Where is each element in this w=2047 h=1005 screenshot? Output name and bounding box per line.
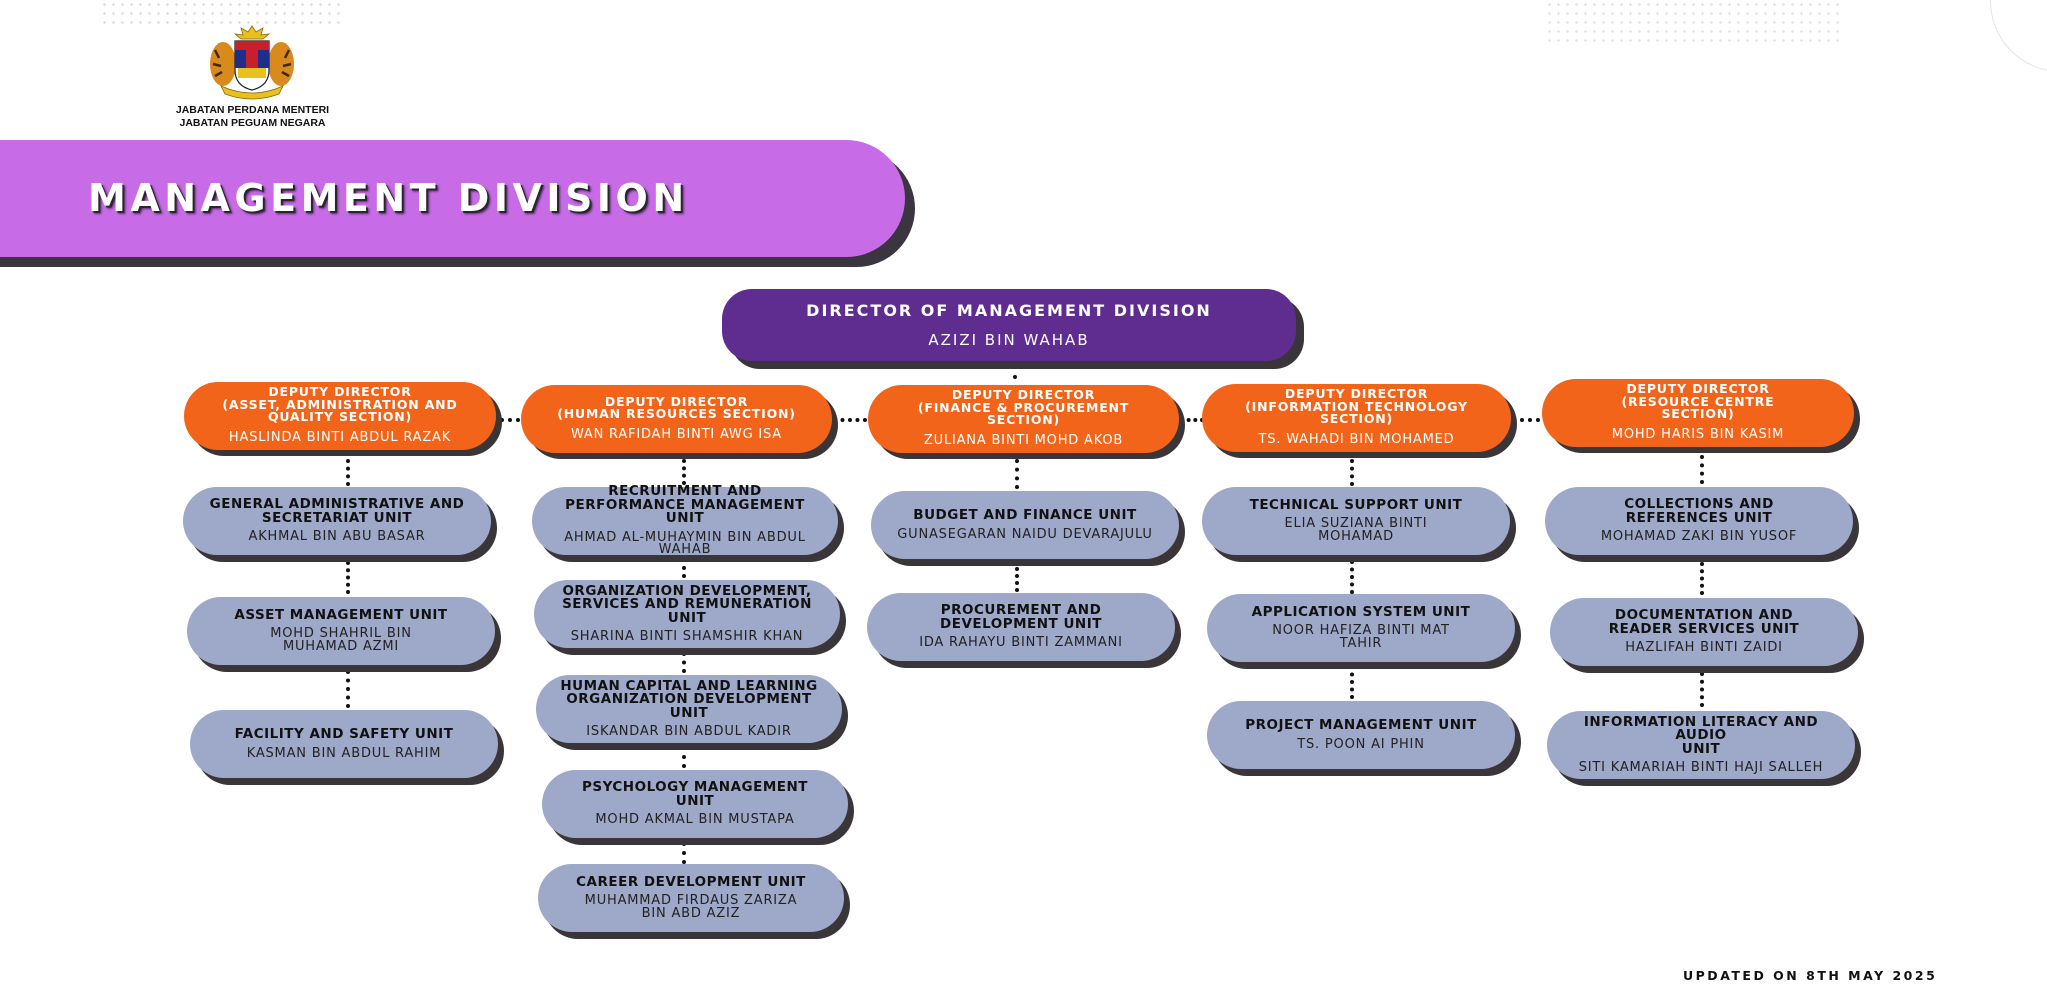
division-banner	[0, 140, 905, 257]
unit-head-name: GUNASEGARAN NAIDU DEVARAJULU	[897, 526, 1153, 542]
unit-head-name: HAZLIFAH BINTI ZAIDI	[1625, 640, 1783, 656]
connector	[1180, 418, 1204, 426]
connector	[1350, 560, 1358, 594]
director-node: DIRECTOR OF MANAGEMENT DIVISION AZIZI BI…	[722, 289, 1296, 361]
deputy-name: MOHD HARIS BIN KASIM	[1611, 426, 1785, 442]
unit-head-name: ISKANDAR BIN ABDUL KADIR	[586, 724, 792, 739]
unit-node: HUMAN CAPITAL AND LEARNING ORGANIZATION …	[536, 675, 842, 743]
unit-node: BUDGET AND FINANCE UNIT GUNASEGARAN NAID…	[871, 491, 1179, 559]
unit-head-name: AKHMAL BIN ABU BASAR	[248, 529, 426, 545]
unit-head-name: MUHAMMAD FIRDAUS ZARIZA BIN ABD AZIZ	[584, 893, 798, 921]
connector	[682, 652, 690, 673]
connector	[1700, 672, 1708, 707]
unit-title: COLLECTIONS AND REFERENCES UNIT	[1624, 496, 1774, 526]
unit-head-name: MOHAMAD ZAKI BIN YUSOF	[1600, 529, 1798, 545]
unit-node: APPLICATION SYSTEM UNIT NOOR HAFIZA BINT…	[1207, 594, 1515, 662]
updated-date: UPDATED ON 8TH MAY 2025	[1683, 968, 1938, 983]
deputy-name: ZULIANA BINTI MOHD AKOB	[923, 432, 1124, 448]
unit-title: GENERAL ADMINISTRATIVE AND SECRETARIAT U…	[209, 496, 465, 526]
decorative-arc	[1990, 0, 2047, 72]
unit-node: GENERAL ADMINISTRATIVE AND SECRETARIAT U…	[183, 487, 491, 555]
connector	[500, 418, 520, 426]
unit-node: INFORMATION LITERACY AND AUDIO UNIT SITI…	[1547, 711, 1855, 779]
deputy-name: TS. WAHADI BIN MOHAMED	[1258, 431, 1455, 447]
unit-title: PROJECT MANAGEMENT UNIT	[1245, 717, 1477, 733]
connector	[346, 459, 354, 486]
connector	[833, 418, 867, 426]
unit-node: ASSET MANAGEMENT UNIT MOHD SHAHRIL BIN M…	[187, 597, 495, 665]
unit-title: INFORMATION LITERACY AND AUDIO UNIT	[1583, 713, 1819, 757]
connector	[1700, 562, 1708, 595]
unit-head-name: TS. POON AI PHIN	[1297, 736, 1425, 752]
connector	[1015, 459, 1023, 489]
unit-head-name: KASMAN BIN ABDUL RAHIM	[246, 745, 442, 761]
connector	[682, 746, 690, 768]
unit-title: BUDGET AND FINANCE UNIT	[913, 507, 1137, 523]
malaysia-coat-of-arms-icon	[210, 25, 294, 100]
decorative-dot-pattern	[1545, 0, 1845, 48]
unit-head-name: SITI KAMARIAH BINTI HAJI SALLEH	[1578, 760, 1824, 775]
unit-node: COLLECTIONS AND REFERENCES UNIT MOHAMAD …	[1545, 487, 1853, 555]
unit-head-name: AHMAD AL-MUHAYMIN BIN ABDUL WAHAB	[564, 529, 806, 558]
unit-node: PROJECT MANAGEMENT UNIT TS. POON AI PHIN	[1207, 701, 1515, 769]
deputy-title: DEPUTY DIRECTOR (RESOURCE CENTRE SECTION…	[1621, 381, 1775, 422]
connector	[1350, 459, 1358, 486]
connector	[682, 459, 690, 485]
director-name: AZIZI BIN WAHAB	[928, 330, 1090, 349]
unit-node: PSYCHOLOGY MANAGEMENT UNIT MOHD AKMAL BI…	[542, 770, 848, 838]
unit-head-name: NOOR HAFIZA BINTI MAT TAHIR	[1272, 623, 1450, 651]
connector	[1015, 560, 1023, 592]
unit-title: APPLICATION SYSTEM UNIT	[1251, 603, 1471, 620]
connector	[1700, 455, 1708, 484]
unit-head-name: SHARINA BINTI SHAMSHIR KHAN	[570, 629, 804, 644]
deputy-title: DEPUTY DIRECTOR (INFORMATION TECHNOLOGY …	[1245, 386, 1468, 427]
unit-node: ORGANIZATION DEVELOPMENT, SERVICES AND R…	[534, 580, 840, 648]
deputy-node-information-technology: DEPUTY DIRECTOR (INFORMATION TECHNOLOGY …	[1202, 384, 1511, 452]
unit-node: FACILITY AND SAFETY UNIT KASMAN BIN ABDU…	[190, 710, 498, 778]
deputy-name: WAN RAFIDAH BINTI AWG ISA	[570, 426, 783, 442]
connector	[1350, 665, 1358, 699]
deputy-node-human-resources: DEPUTY DIRECTOR (HUMAN RESOURCES SECTION…	[521, 385, 832, 453]
connector	[346, 670, 354, 708]
connector	[1013, 365, 1021, 379]
deputy-node-asset-administration-quality: DEPUTY DIRECTOR (ASSET, ADMINISTRATION A…	[184, 382, 496, 450]
agency-line-1: JABATAN PERDANA MENTERI	[175, 104, 330, 116]
unit-node: CAREER DEVELOPMENT UNIT MUHAMMAD FIRDAUS…	[538, 864, 844, 932]
deputy-name: HASLINDA BINTI ABDUL RAZAK	[228, 429, 452, 445]
deputy-node-finance-procurement: DEPUTY DIRECTOR (FINANCE & PROCUREMENT S…	[868, 385, 1179, 453]
agency-line-2: JABATAN PEGUAM NEGARA	[179, 117, 326, 129]
decorative-dot-pattern	[100, 0, 340, 24]
connector	[682, 842, 690, 864]
unit-node: RECRUITMENT AND PERFORMANCE MANAGEMENT U…	[532, 483, 838, 558]
unit-head-name: IDA RAHAYU BINTI ZAMMANI	[919, 635, 1123, 651]
director-title: DIRECTOR OF MANAGEMENT DIVISION	[806, 300, 1212, 320]
unit-title: HUMAN CAPITAL AND LEARNING ORGANIZATION …	[560, 677, 818, 721]
deputy-title: DEPUTY DIRECTOR (FINANCE & PROCUREMENT S…	[917, 387, 1130, 428]
unit-node: TECHNICAL SUPPORT UNIT ELIA SUZIANA BINT…	[1202, 487, 1510, 555]
unit-node: DOCUMENTATION AND READER SERVICES UNIT H…	[1550, 598, 1858, 666]
connector	[1512, 418, 1540, 426]
unit-title: PSYCHOLOGY MANAGEMENT UNIT	[581, 779, 809, 809]
unit-title: DOCUMENTATION AND READER SERVICES UNIT	[1608, 607, 1800, 637]
unit-title: RECRUITMENT AND PERFORMANCE MANAGEMENT U…	[565, 483, 805, 527]
unit-head-name: MOHD AKMAL BIN MUSTAPA	[595, 812, 795, 828]
unit-title: FACILITY AND SAFETY UNIT	[234, 726, 454, 742]
page-title: MANAGEMENT DIVISION	[88, 176, 689, 220]
deputy-title: DEPUTY DIRECTOR (HUMAN RESOURCES SECTION…	[557, 393, 796, 421]
unit-title: CAREER DEVELOPMENT UNIT	[576, 873, 806, 890]
unit-title: ASSET MANAGEMENT UNIT	[234, 606, 448, 623]
agency-name: JABATAN PERDANA MENTERI JABATAN PEGUAM N…	[150, 104, 355, 130]
unit-head-name: ELIA SUZIANA BINTI MOHAMAD	[1284, 516, 1428, 544]
unit-title: PROCUREMENT AND DEVELOPMENT UNIT	[940, 602, 1102, 632]
connector	[682, 558, 690, 578]
unit-node: PROCUREMENT AND DEVELOPMENT UNIT IDA RAH…	[867, 593, 1175, 661]
unit-title: TECHNICAL SUPPORT UNIT	[1249, 496, 1463, 513]
connector	[346, 561, 354, 594]
deputy-node-resource-centre: DEPUTY DIRECTOR (RESOURCE CENTRE SECTION…	[1542, 379, 1854, 447]
unit-head-name: MOHD SHAHRIL BIN MUHAMAD AZMI	[270, 626, 412, 654]
unit-title: ORGANIZATION DEVELOPMENT, SERVICES AND R…	[562, 582, 812, 626]
deputy-title: DEPUTY DIRECTOR (ASSET, ADMINISTRATION A…	[222, 384, 458, 425]
